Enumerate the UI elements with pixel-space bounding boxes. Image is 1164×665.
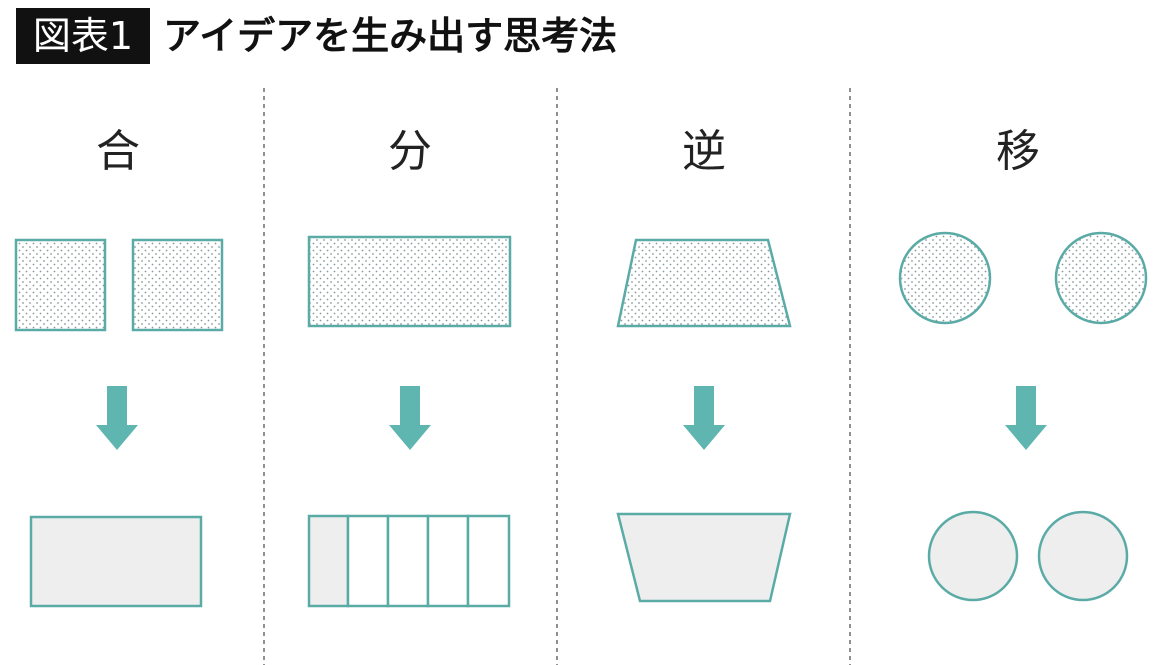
figure-badge: 図表1 <box>16 8 150 64</box>
source-square-right <box>131 238 224 332</box>
result-circle-right <box>1037 510 1129 602</box>
source-rectangle <box>307 235 512 328</box>
column-label-reverse: 逆 <box>682 126 726 177</box>
result-divided-segment <box>386 514 430 608</box>
result-divided-segment <box>346 514 390 608</box>
result-divided-segment-filled <box>307 514 350 608</box>
source-circle-right <box>1054 231 1148 325</box>
result-inverted-trapezoid <box>616 512 792 603</box>
arrow-down-icon <box>1005 386 1047 450</box>
arrow-down-icon <box>96 386 138 450</box>
source-trapezoid <box>616 238 792 328</box>
source-square-left <box>14 238 107 332</box>
result-combined-rectangle <box>29 515 203 608</box>
result-circle-left <box>927 510 1019 602</box>
result-divided-segment <box>426 514 470 608</box>
arrow-down-icon <box>683 386 725 450</box>
figure-title: アイデアを生み出す思考法 <box>163 14 618 58</box>
column-label-divide: 分 <box>388 126 432 177</box>
result-divided-segment <box>466 514 511 608</box>
column-label-transfer: 移 <box>996 126 1040 177</box>
column-label-combine: 合 <box>96 126 140 177</box>
source-circle-left <box>898 231 992 325</box>
arrow-down-icon <box>389 386 431 450</box>
